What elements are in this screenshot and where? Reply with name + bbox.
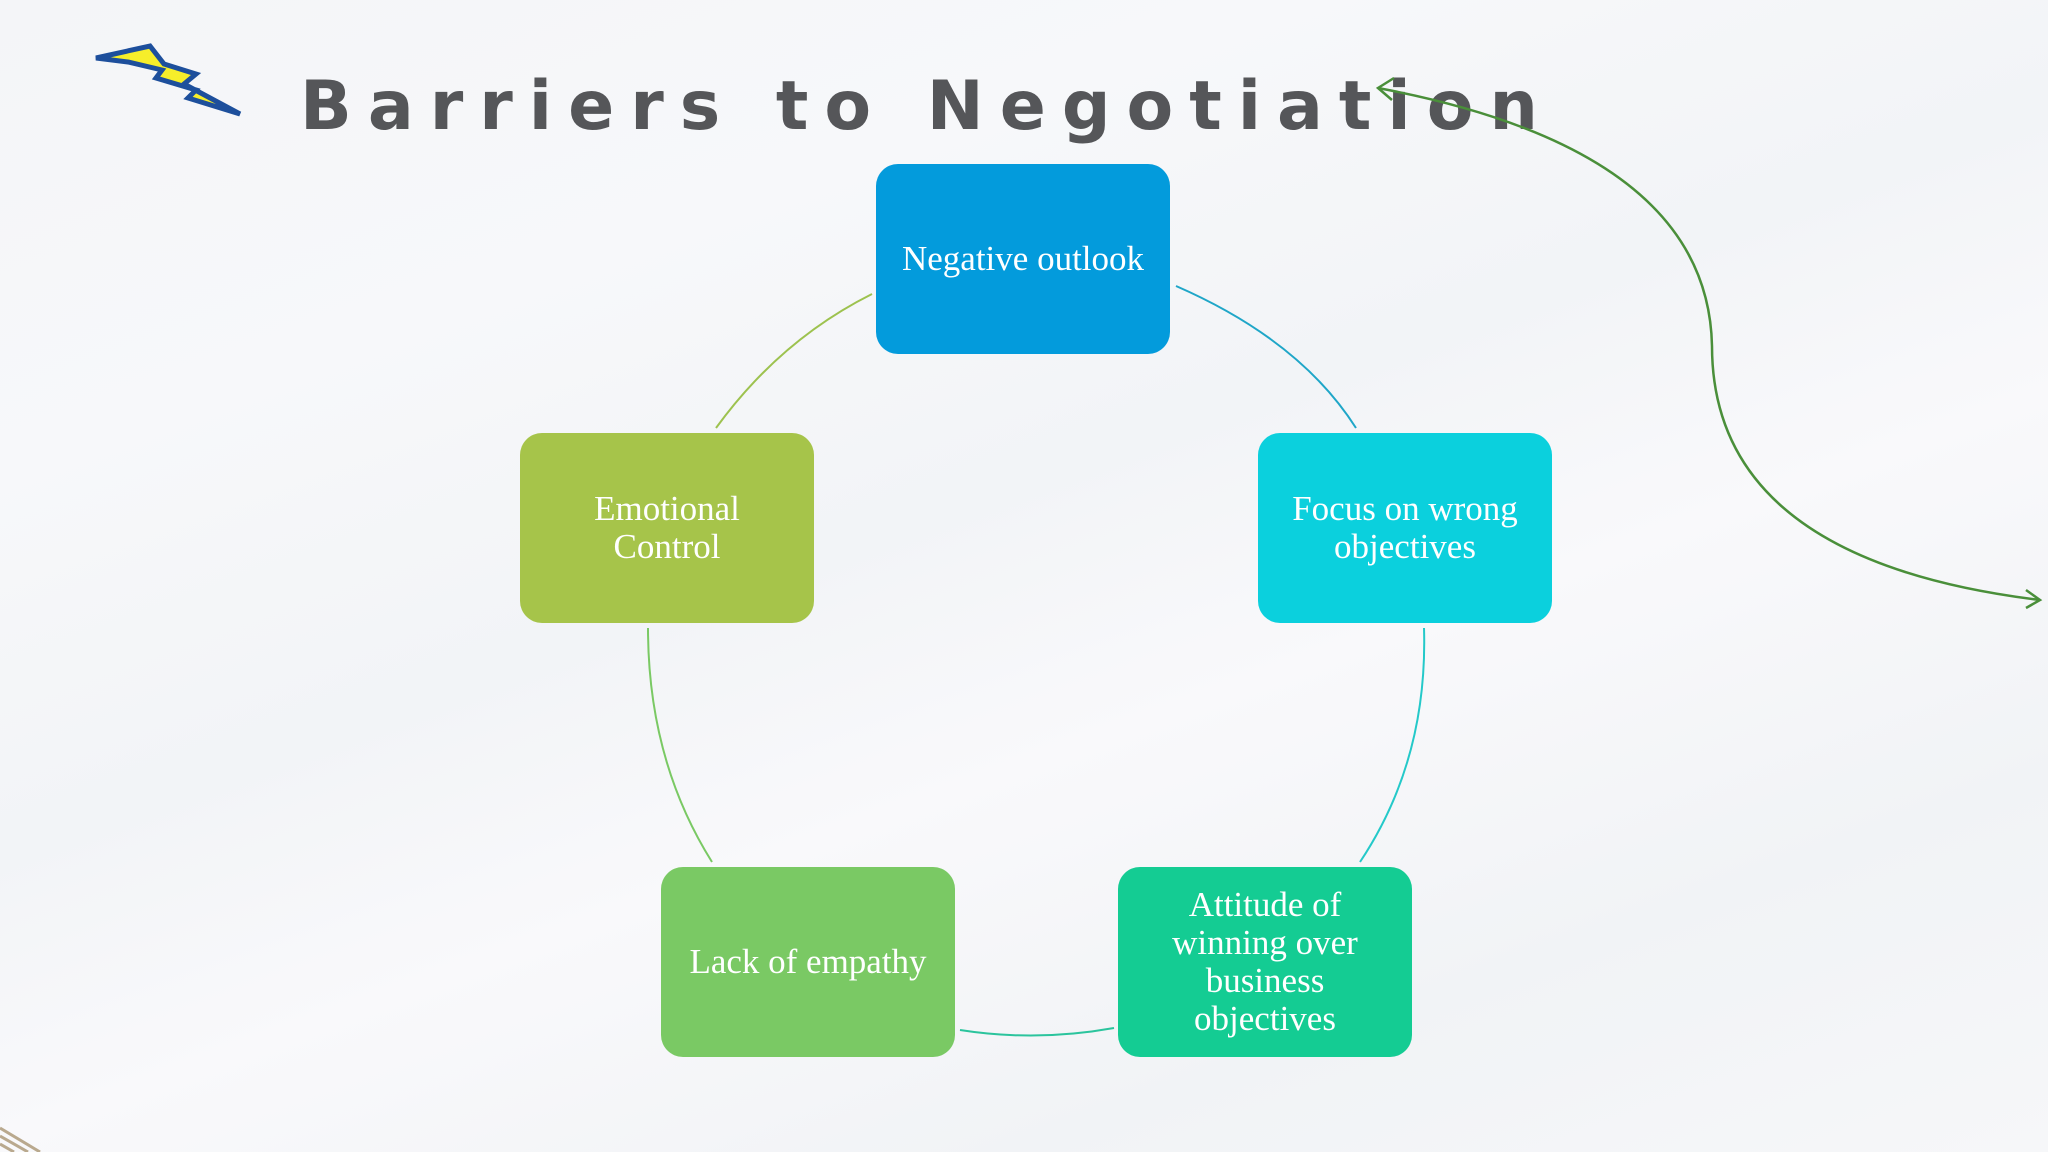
node-focus-wrong-objectives: Focus on wrong objectives (1258, 433, 1552, 623)
node-label: Lack of empathy (689, 942, 927, 981)
node-label: Emotional Control (594, 489, 740, 566)
node-attitude-winning: Attitude of winning over business object… (1118, 867, 1412, 1057)
corner-decoration (0, 1126, 41, 1152)
connector-left-bottom (647, 627, 713, 863)
node-label: Attitude of winning over business object… (1172, 885, 1358, 1038)
node-label: Negative outlook (901, 239, 1145, 278)
node-label: Focus on wrong objectives (1292, 489, 1518, 566)
connector-right-bottom (1359, 627, 1426, 863)
lightning-bolt-icon (95, 43, 242, 117)
node-emotional-control: Emotional Control (520, 433, 814, 623)
connector-left-top (715, 293, 873, 429)
node-negative-outlook: Negative outlook (876, 164, 1170, 354)
node-lack-of-empathy: Lack of empathy (661, 867, 955, 1057)
slide-title: Barriers to Negotiation (300, 67, 1554, 146)
connector-top-right (1175, 285, 1357, 429)
connector-bottom (959, 1027, 1115, 1037)
curved-double-arrow-icon (1375, 76, 2043, 610)
